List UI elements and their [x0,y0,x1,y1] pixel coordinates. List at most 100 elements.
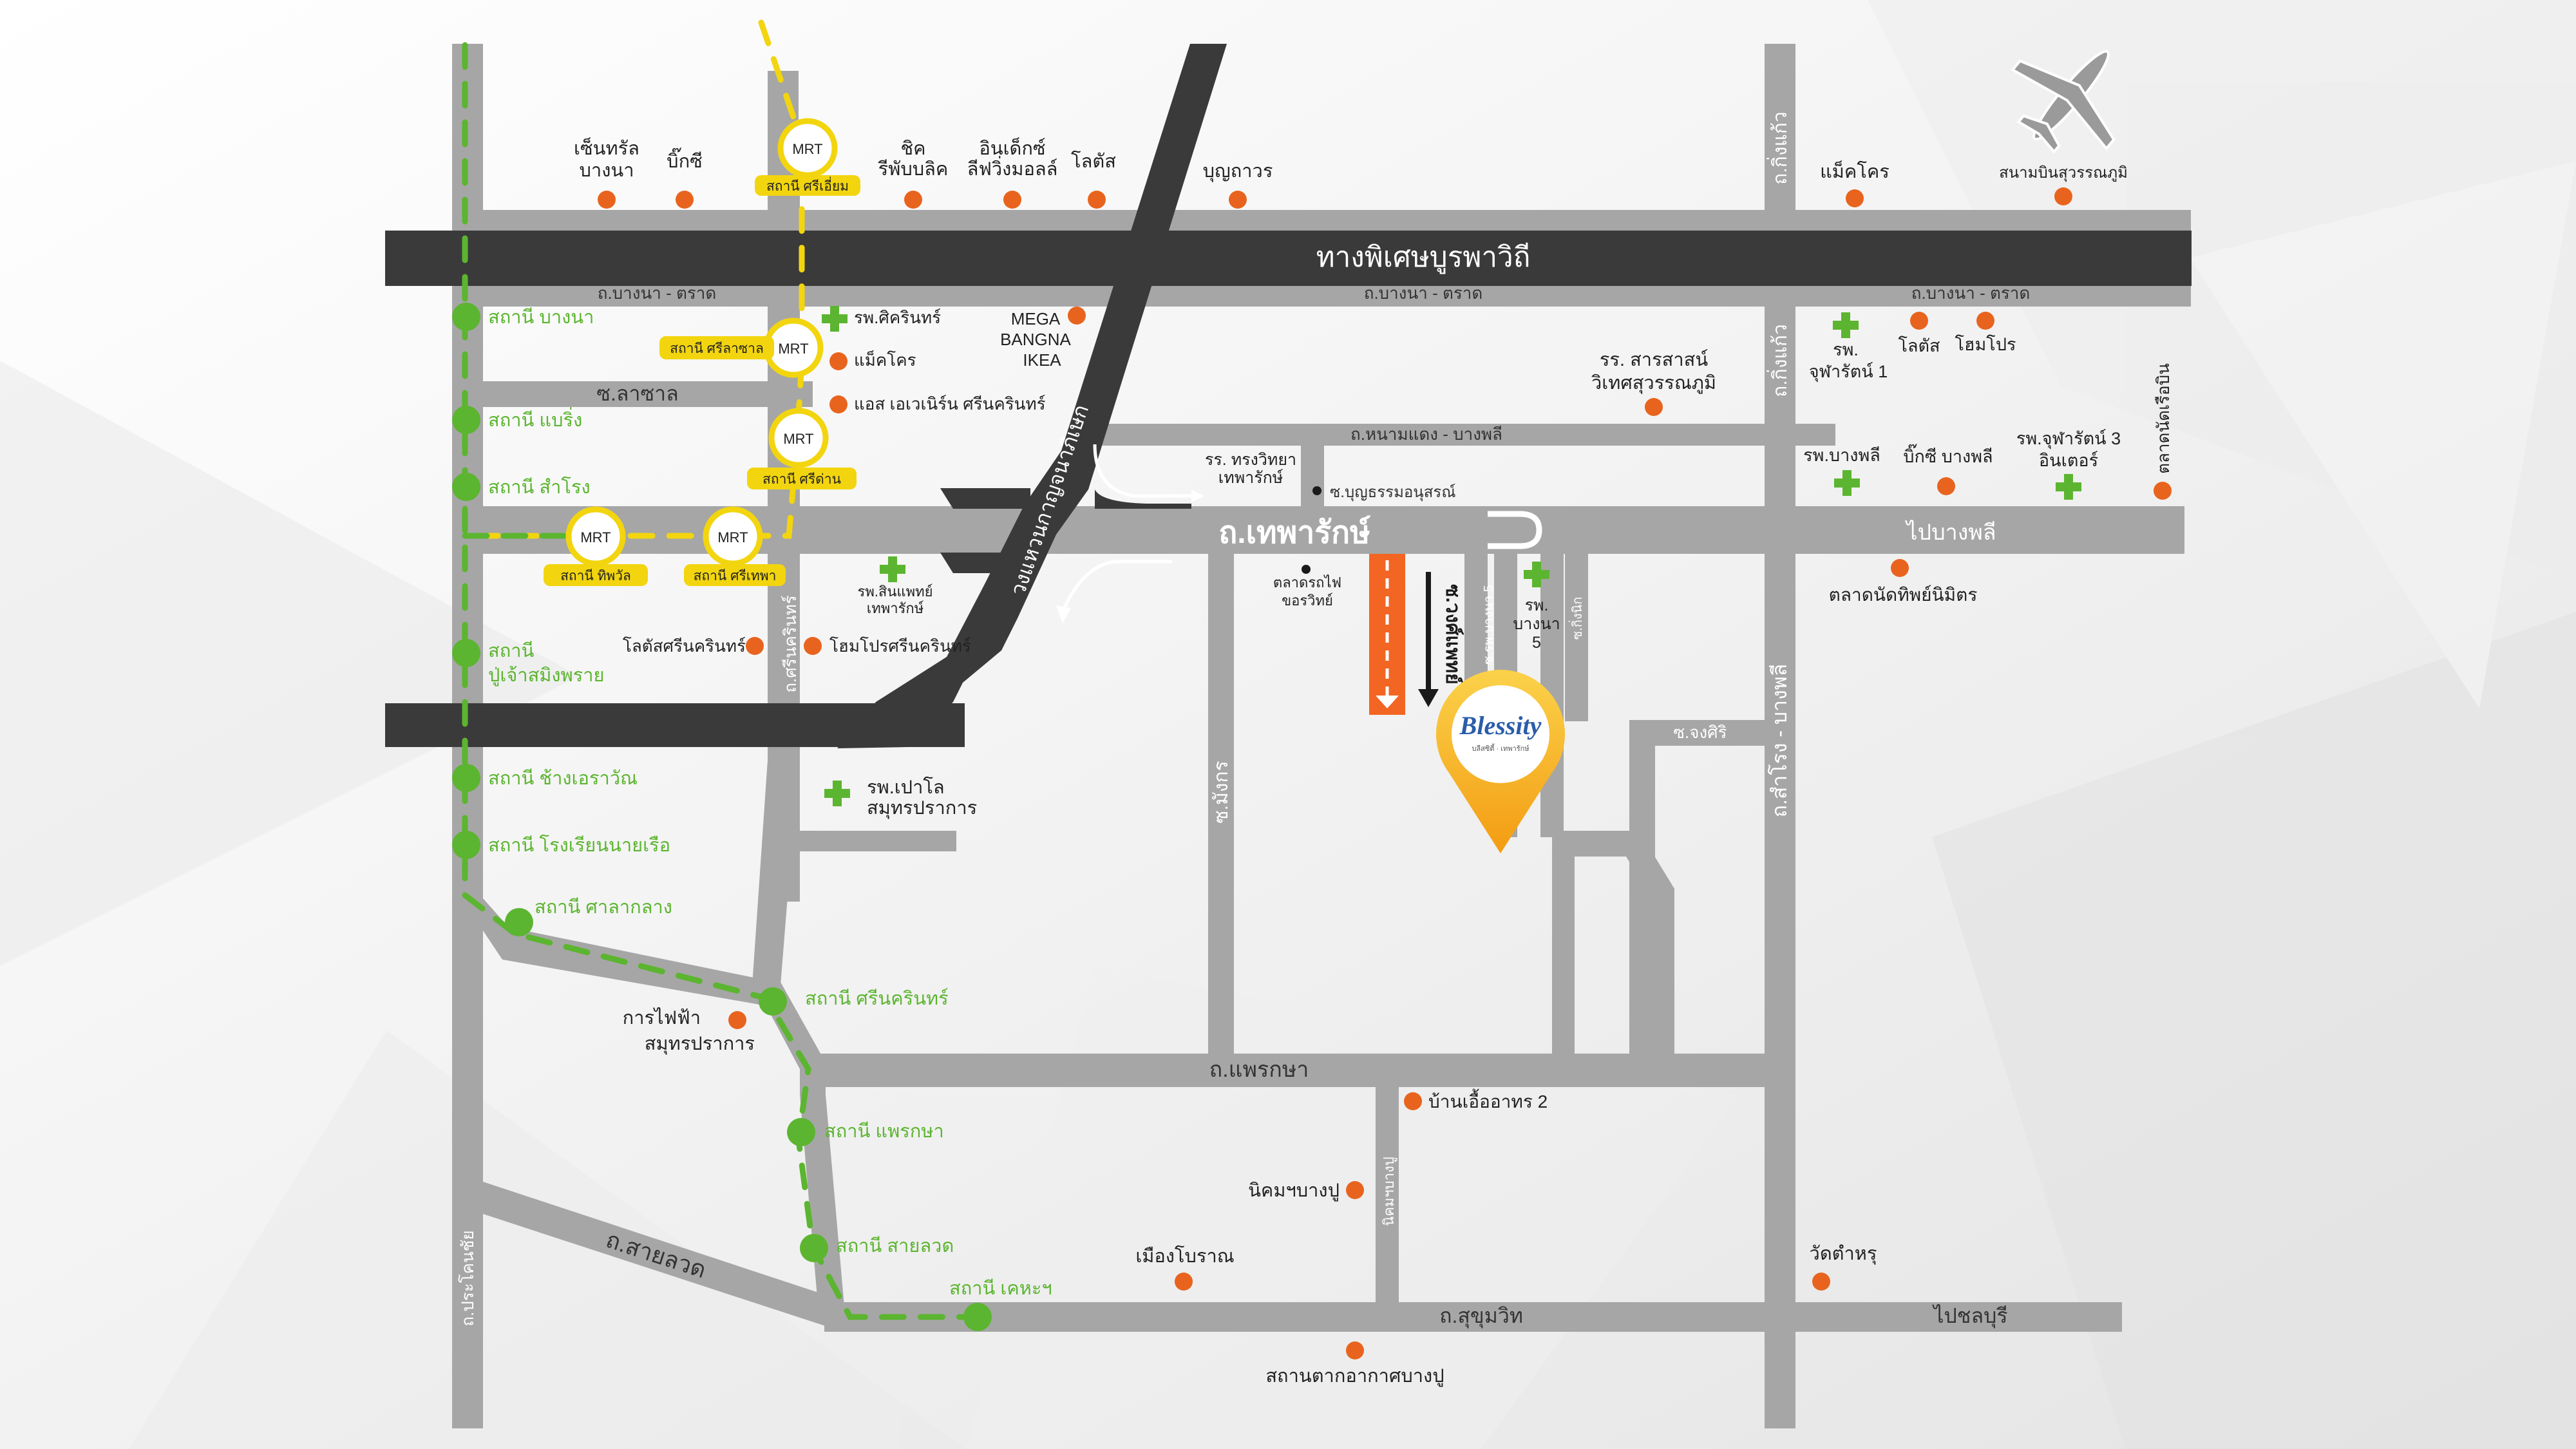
bangna-trat-label-2: ถ.บางนา - ตราด [1364,283,1483,303]
poi-float-market: ตลาดนัดเรือบิน [2154,363,2173,474]
mrt-sri-thepha-label: สถานี ศรีเทพา [694,569,777,583]
mrt-station-sri-iam: MRT สถานี ศรีเอี่ยม [755,118,860,196]
to-chonburi-label: ไปชลบุรี [1931,1304,2007,1329]
expressway-label: ทางพิเศษบูรพาวิถี [1316,242,1531,274]
bangna5-soi-label: ซ.รพ.บางนา 5 [1482,585,1496,665]
bangna-trat-label-3: ถ.บางนา - ตราด [1911,283,2031,303]
poi-s-avenue: แอส เอเวเนิร์น ศรีนครินทร์ [854,394,1046,413]
mrt-badge: MRT [792,141,822,157]
green-chang-erawan-label: สถานี ช้างเอราวัณ [488,768,638,789]
poi-ban-uea-arthon: บ้านเอื้ออาทร 2 [1428,1088,1548,1112]
poi-sinphaet-2: เทพารักษ์ [867,600,924,616]
mrt-stations: MRT สถานี ศรีเอี่ยม MRT สถานี ศรีลาซาล M… [544,118,860,586]
ramp-arrow-icon [1093,444,1191,498]
station-dot [963,1303,992,1331]
poi-central-1: เซ็นทรัล [574,137,639,159]
green-puchao-label-2: ปู่เจ้าสมิงพราย [488,665,605,687]
station-dot [505,908,533,936]
station-dot [800,1234,828,1262]
poi-tanrong-2: เทพารักษ์ [1218,469,1283,487]
poi-chic-1: ชิค [900,138,925,159]
poi-makro-top: แม็คโคร [1820,160,1889,182]
mrt-badge: MRT [580,529,611,545]
poi-wat-tamru: วัดตำหรุ [1810,1244,1877,1265]
soi-access [1369,554,1439,715]
poi-index-1: อินเด็กซ์ [979,137,1045,159]
poi-bunthawon: บุญถาวร [1203,161,1273,182]
green-kheha-label: สถานี เคหะฯ [949,1278,1052,1299]
hospital-cross-icon [880,556,905,582]
thepharak-label: ถ.เทพารักษ์ [1218,515,1371,550]
king-kaeo-label-1: ถ.กิ่งแก้ว [1766,111,1791,185]
poi-siriin: รพ.ศิครินทร์ [854,308,941,327]
poi-ancient-city: เมืองโบราณ [1135,1245,1234,1267]
station-dot [452,831,480,859]
project-location-pin[interactable]: Blessity บลีสซิตี้ · เทพารักษ์ [1436,576,1565,853]
green-puchao-label-1: สถานี [488,641,535,661]
poi-rot-fai-1: ตลาดรถไฟ [1273,574,1341,591]
poi-dots [598,187,2172,1359]
expressways [385,44,2192,748]
to-bangphli-label: ไปบางพลี [1904,520,1996,545]
mrt-station-sri-thepha: MRT สถานี ศรีเทพา [684,506,786,586]
poi-school-2: วิเทศสุวรรณภูมิ [1591,373,1716,394]
poi-mega-2: BANGNA [1000,330,1071,349]
green-phraeksa-label: สถานี แพรกษา [824,1121,944,1142]
poi-chula1-2: จุฬารัตน์ 1 [1809,361,1888,383]
hospital-cross-icon [1834,470,1860,496]
poi-mega-1: MEGA [1011,309,1061,328]
station-dot [452,303,480,331]
poi-chic-2: รีพับบลิค [878,159,948,180]
poi-bangphli-hosp: รพ.บางพลี [1803,446,1880,465]
hospital-icons [822,306,2081,806]
bangna-trat-label-1: ถ.บางนา - ตราด [598,283,717,303]
poi-pea-1: การไฟฟ้า [623,1007,701,1028]
phraeksa-label: ถ.แพรกษา [1209,1057,1309,1082]
poi-paolo-1: รพ.เปาโล [867,776,945,798]
hospital-cross-icon [1524,562,1549,587]
green-sai-luat-label: สถานี สายลวด [836,1236,954,1256]
mrt-sri-dan-label: สถานี ศรีด่าน [762,472,841,487]
poi-sinphaet-1: รพ.สินแพทย์ [858,583,933,600]
station-dot [452,764,480,792]
kingnik-soi-label: ซ.กิ่งนิก [1568,597,1585,640]
mrt-yellow-line [460,19,805,539]
la-salle-label: ซ.ลาซาล [596,382,678,405]
sukhumvit-label: ถ.สุขุมวิท [1439,1304,1523,1329]
ramp-arrowhead-2-icon [1056,605,1071,623]
bunyatham-label: ซ.บุญธรรมอนุสรณ์ [1330,483,1456,502]
ramp-arrow-2-icon [1061,560,1172,612]
poi-homepro-srinakarin: โฮมโปรศรีนครินทร์ [829,636,971,656]
minor-markers [1302,486,1321,574]
green-baring-label: สถานี แบริ่ง [488,407,582,431]
poi-makro-2: แม็คโคร [854,350,916,370]
mrt-station-sri-dan: MRT สถานี ศรีด่าน [747,408,857,489]
mrt-badge: MRT [717,529,748,545]
mrt-station-thipphawan: MRT สถานี ทิพวัล [544,506,648,586]
bangpu-estate-road-label: นิคมฯบางปู [1381,1157,1397,1226]
poi-bigc-bangphli: บิ๊กซี บางพลี [1903,444,1993,466]
poi-homepro: โฮมโปร [1955,335,2016,354]
poi-tanrong-1: รร. ทรงวิทยา [1205,451,1296,469]
u-turn-icon [1488,511,1542,549]
station-dot [759,987,787,1016]
green-samrong-label: สถานี สำโรง [488,476,591,498]
ramp-arrowhead-icon [1191,489,1204,502]
hospital-cross-icon [822,306,848,332]
station-dot [452,639,480,667]
king-kaeo-label-2: ถ.กิ่งแก้ว [1766,324,1791,397]
mrt-station-sri-la-salle: MRT สถานี ศรีลาซาล [659,317,824,378]
poi-bangna5-hosp-2: บางนา [1513,615,1560,633]
airplane-icon [2011,50,2116,154]
hospital-cross-icon [824,781,850,806]
samrong-bangphli-label: ถ.สำโรง - บางพลี [1768,664,1791,818]
station-dot [452,473,480,501]
poi-pea-2: สมุทรปราการ [645,1034,755,1055]
poi-index-2: ลีฟวิ่งมอลล์ [967,156,1058,180]
poi-lotus: โลตัส [1071,150,1116,172]
prakhonchai-label: ถ.ประโคนชัย [458,1230,477,1326]
mrt-badge: MRT [778,341,808,357]
poi-bangna5-hosp-3: 5 [1532,634,1541,652]
green-sala-klang-label: สถานี ศาลากลาง [535,897,672,918]
